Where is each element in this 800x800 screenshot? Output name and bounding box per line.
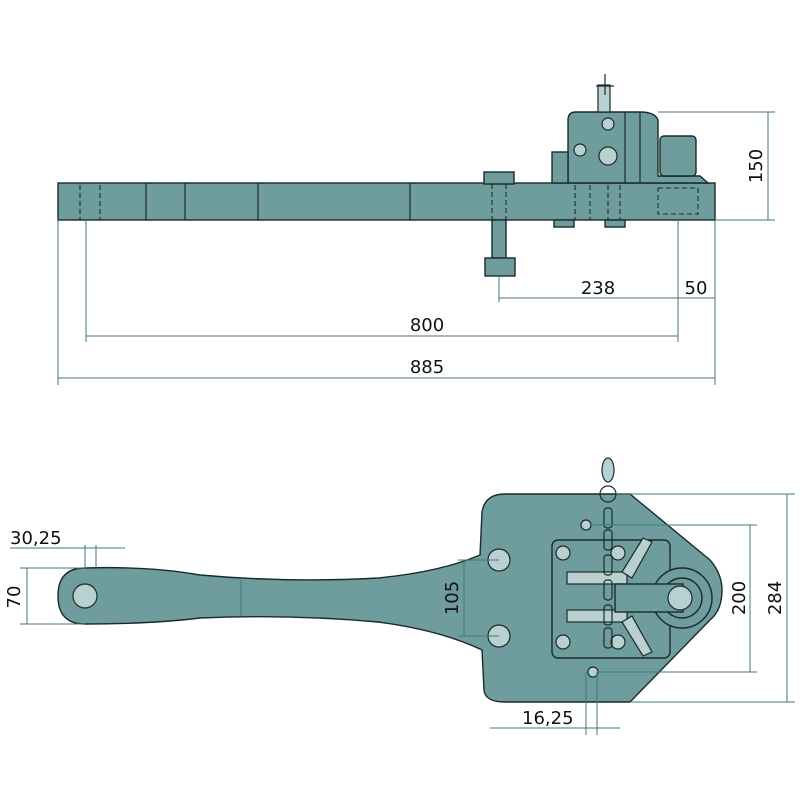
bolt-end <box>553 219 575 228</box>
dimension-30-25: 30,25 <box>10 528 125 549</box>
dimension-16-25: 16,25 <box>490 672 620 735</box>
small-hole <box>580 519 592 531</box>
bolt-head <box>483 171 515 185</box>
jaw-lever <box>621 615 653 657</box>
base-bolt <box>555 545 571 561</box>
base-bolt <box>555 634 571 650</box>
dimension-800: 800 <box>86 315 678 337</box>
dimension-885: 885 <box>58 357 715 379</box>
coupling-housing <box>567 111 710 184</box>
dimension-label: 800 <box>410 315 444 336</box>
side-arm-bar <box>57 182 716 221</box>
dimension-105: 105 <box>442 559 499 637</box>
dimension-label: 150 <box>746 149 767 183</box>
base-bolt <box>610 634 626 650</box>
dimension-284: 284 <box>616 493 795 703</box>
bolt-nut <box>484 257 516 277</box>
bolt-circle <box>573 143 587 157</box>
top-view: 30,25 70 105 200 284 <box>4 457 795 735</box>
dimension-label: 50 <box>685 278 708 299</box>
dimension-label: 30,25 <box>10 528 62 549</box>
dimension-label: 105 <box>442 581 463 615</box>
bolt-circle <box>598 146 618 166</box>
dimension-label: 200 <box>729 581 750 615</box>
bolt-end <box>604 219 626 228</box>
pin-tab <box>597 84 611 113</box>
eye-hole <box>72 583 98 609</box>
base-bolt <box>610 545 626 561</box>
bolt-circle <box>601 117 615 131</box>
dimension-150: 150 <box>658 111 775 221</box>
dimension-label: 284 <box>765 581 786 615</box>
side-nut <box>551 151 569 184</box>
dimension-label: 16,25 <box>522 708 574 729</box>
dimension-200: 200 <box>590 524 757 673</box>
dimension-70: 70 <box>4 567 85 625</box>
dimension-label: 70 <box>4 586 25 609</box>
dimension-label: 885 <box>410 357 444 378</box>
safety-chain <box>599 457 617 649</box>
coupling-pin-housing <box>659 135 697 177</box>
jaw-arm <box>566 571 628 585</box>
jaw-lever <box>621 537 653 579</box>
bolt-shank <box>491 219 507 259</box>
side-view: 150 238 50 800 885 <box>57 74 775 385</box>
dimension-50: 50 <box>678 278 715 299</box>
coupling-pin <box>667 585 693 611</box>
dimension-238: 238 <box>499 278 678 299</box>
dimension-label: 238 <box>581 278 615 299</box>
